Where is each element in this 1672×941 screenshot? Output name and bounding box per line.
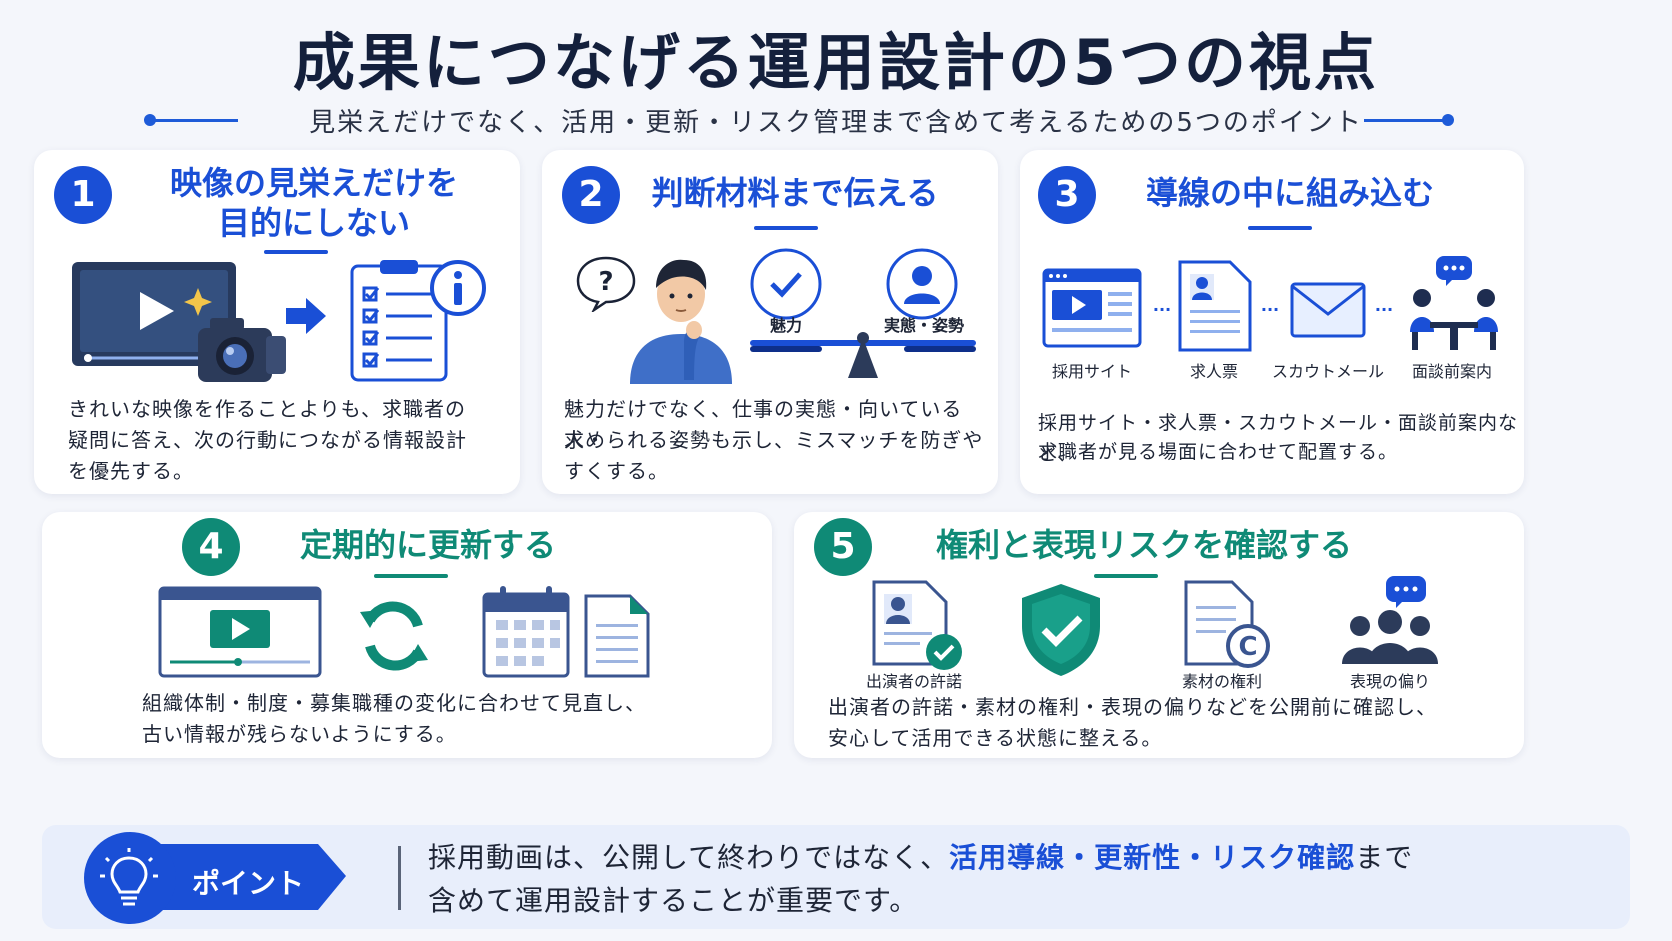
svg-text:C: C	[1238, 632, 1257, 662]
group-icon	[1342, 576, 1438, 664]
connector-dots: ···	[1374, 300, 1394, 319]
card-text-line2: 疑問に答え、次の行動につながる情報設計	[68, 428, 467, 452]
document-icon	[1178, 260, 1252, 352]
connector-dots: ···	[1260, 300, 1280, 319]
card-1: 1 映像の見栄えだけを 目的にしない きれいな	[34, 150, 520, 494]
card-title: 定期的に更新する	[299, 526, 556, 564]
subtitle-right-dot	[1442, 114, 1454, 126]
subtitle-left-line	[150, 119, 238, 122]
card-text-line1: きれいな映像を作ることよりも、求職者の	[68, 397, 466, 421]
point-badge	[84, 832, 346, 924]
card-title: 判断材料まで伝える	[651, 174, 939, 212]
card-number: 5	[814, 518, 872, 576]
document-icon	[584, 594, 650, 678]
copyright-document-icon: C	[1184, 580, 1270, 668]
card-number: 1	[54, 166, 112, 224]
page-title: 成果につなげる運用設計の5つの視点	[292, 26, 1380, 99]
balance-scale-icon	[750, 248, 976, 378]
svg-text:?: ?	[598, 267, 613, 297]
channel-label: スカウトメール	[1271, 362, 1384, 381]
title-underline	[754, 226, 818, 230]
subtitle-right-line	[1364, 119, 1452, 122]
channel-label: 求人票	[1189, 362, 1238, 381]
title-underline	[374, 574, 448, 578]
clipboard-checklist-icon	[350, 260, 448, 382]
card-number: 3	[1038, 166, 1096, 224]
card-text-line2: 求められる姿勢も示し、ミスマッチを防ぎや	[564, 428, 984, 452]
point-text-part2: まで	[1355, 841, 1414, 874]
card-text-line2: 古い情報が残らないようにする。	[142, 722, 457, 746]
balance-left-label: 魅力	[769, 316, 802, 335]
shield-check-icon	[1022, 584, 1100, 676]
card-number: 4	[182, 518, 240, 576]
card-text-line2: 安心して活用できる状態に整える。	[828, 726, 1163, 750]
title-underline	[1094, 574, 1158, 578]
video-player-icon	[158, 586, 322, 678]
card-text-line2: 求職者が見る場面に合わせて配置する。	[1038, 441, 1399, 463]
arrow-right-icon	[286, 298, 326, 334]
card-text-line1: 採用サイト・求人票・スカウトメール・面談前案内など、	[1038, 412, 1519, 465]
point-text-line1: 採用動画は、公開して終わりではなく、活用導線・更新性・リスク確認まで	[428, 836, 1413, 879]
page-subtitle: 見栄えだけでなく、活用・更新・リスク管理まで含めて考えるための5つのポイント	[309, 108, 1363, 138]
channel-label: 採用サイト	[1051, 362, 1132, 381]
channel-label: 面談前案内	[1411, 362, 1492, 381]
mail-icon	[1290, 282, 1366, 338]
refresh-icon	[360, 601, 428, 671]
card-title: 導線の中に組み込む	[1145, 174, 1434, 212]
profile-check-icon	[872, 580, 962, 670]
balance-right-label: 実態・姿勢	[883, 316, 964, 335]
point-text-part1: 採用動画は、公開して終わりではなく、	[428, 841, 950, 874]
lightbulb-icon	[100, 848, 158, 906]
card-title: 権利と表現リスクを確認する	[935, 526, 1352, 564]
point-text-highlight: 活用導線・更新性・リスク確認	[949, 841, 1356, 874]
title-underline	[264, 250, 328, 254]
point-badge-label: ポイント	[191, 867, 304, 900]
card-title-line2: 目的にしない	[217, 204, 410, 242]
card-5: 5 権利と表現リスクを確認する C 出演者の許諾 素材の権利 表現の偏り 出演者…	[794, 512, 1524, 758]
thinking-person-icon	[630, 259, 732, 384]
card-4: 4 定期的に更新する 組織体制・制度・募集職種の変化に合わせて見直し、 古い情報…	[42, 512, 772, 758]
card-3: 3 導線の中に組み込む ··· ··· ··· 採用サイト 求人票 スカウトメー…	[1020, 150, 1524, 494]
info-icon	[430, 260, 486, 316]
meeting-icon	[1410, 256, 1498, 350]
card-text-line1: 組織体制・制度・募集職種の変化に合わせて見直し、	[142, 691, 646, 715]
title-underline	[1248, 226, 1312, 230]
card-text-line1: 出演者の許諾・素材の権利・表現の偏りなどを公開前に確認し、	[828, 695, 1437, 719]
point-divider	[398, 846, 401, 910]
item-label: 出演者の許諾	[865, 672, 962, 691]
video-player-icon	[72, 262, 286, 382]
point-text-line2: 含めて運用設計することが重要です。	[428, 884, 919, 917]
card-text-line3: を優先する。	[68, 459, 194, 483]
card-text-line3: すくする。	[564, 459, 669, 483]
website-icon	[1042, 268, 1142, 348]
item-label: 素材の権利	[1181, 672, 1262, 691]
card-2: 2 判断材料まで伝える ? 魅力 実態・姿勢 魅力だけでなく、仕事の実態・向いて…	[542, 150, 998, 494]
item-label: 表現の偏り	[1349, 672, 1430, 691]
point-text: 採用動画は、公開して終わりではなく、活用導線・更新性・リスク確認まで 含めて運用…	[428, 836, 1413, 922]
card-number: 2	[562, 166, 620, 224]
card-text-line1: 魅力だけでなく、仕事の実態・向いている人・	[564, 397, 963, 452]
calendar-icon	[482, 586, 570, 678]
question-bubble-icon: ?	[576, 256, 636, 312]
connector-dots: ···	[1152, 300, 1172, 319]
card-title-line1: 映像の見栄えだけを	[169, 164, 458, 202]
subtitle-row: 見栄えだけでなく、活用・更新・リスク管理まで含めて考えるための5つのポイント	[0, 100, 1672, 140]
